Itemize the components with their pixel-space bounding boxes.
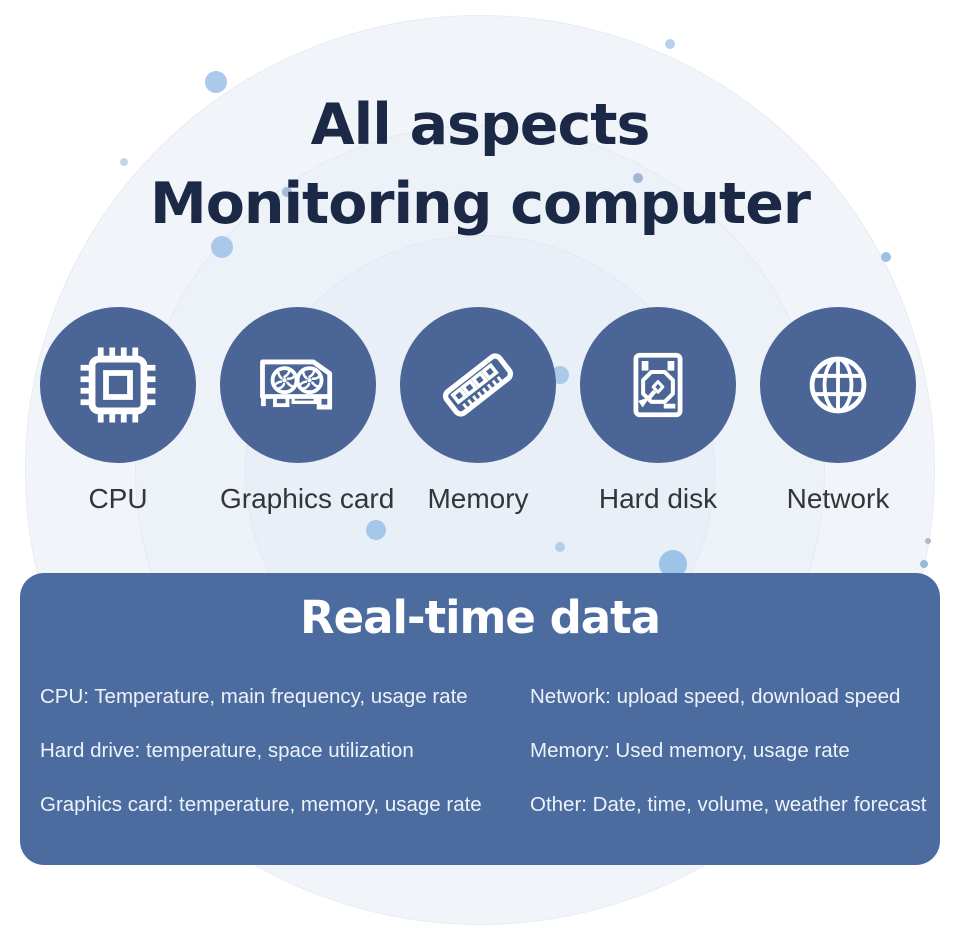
decor-dot: [555, 542, 565, 552]
category-row: CPU: [40, 307, 916, 515]
panel-column-left: CPU: Temperature, main frequency, usage …: [40, 685, 482, 847]
category-hard-disk: Hard disk: [580, 307, 736, 515]
panel-item: Graphics card: temperature, memory, usag…: [40, 793, 482, 816]
category-graphics-card: Graphics card: [220, 307, 395, 515]
category-label: Memory: [427, 483, 529, 514]
panel-item: Hard drive: temperature, space utilizati…: [40, 739, 414, 762]
decor-dot: [205, 71, 227, 93]
decor-dot: [925, 538, 931, 544]
category-label: Hard disk: [598, 483, 718, 514]
title-line-2: Monitoring computer: [149, 171, 811, 237]
graphics-card-icon: [220, 307, 376, 463]
category-label: CPU: [88, 483, 148, 514]
panel-title: Real-time data: [299, 591, 661, 644]
hard-disk-icon: [580, 307, 736, 463]
panel-item: Other: Date, time, volume, weather forec…: [530, 793, 927, 816]
page-title: All aspects Monitoring computer: [0, 86, 960, 244]
memory-icon: [400, 307, 556, 463]
category-memory: Memory: [400, 307, 556, 515]
title-line-1: All aspects: [310, 92, 651, 158]
decor-dot: [633, 173, 643, 183]
globe-icon: [760, 307, 916, 463]
category-label: Graphics card: [220, 483, 395, 514]
category-network: Network: [760, 307, 916, 515]
category-cpu: CPU: [40, 307, 196, 515]
category-label: Network: [786, 483, 890, 514]
decor-dot: [665, 39, 675, 49]
decor-dot: [211, 236, 233, 258]
decor-dot: [366, 520, 386, 540]
cpu-icon: [40, 307, 196, 463]
realtime-data-panel: Real-time data CPU: Temperature, main fr…: [20, 573, 940, 865]
panel-item: Network: upload speed, download speed: [530, 685, 901, 708]
panel-item: CPU: Temperature, main frequency, usage …: [40, 685, 468, 708]
decor-dot: [881, 252, 891, 262]
decor-dot: [282, 187, 292, 197]
decor-dot: [120, 158, 128, 166]
panel-column-right: Network: upload speed, download speed Me…: [530, 685, 927, 847]
decor-dot: [920, 560, 928, 568]
panel-item: Memory: Used memory, usage rate: [530, 739, 850, 762]
